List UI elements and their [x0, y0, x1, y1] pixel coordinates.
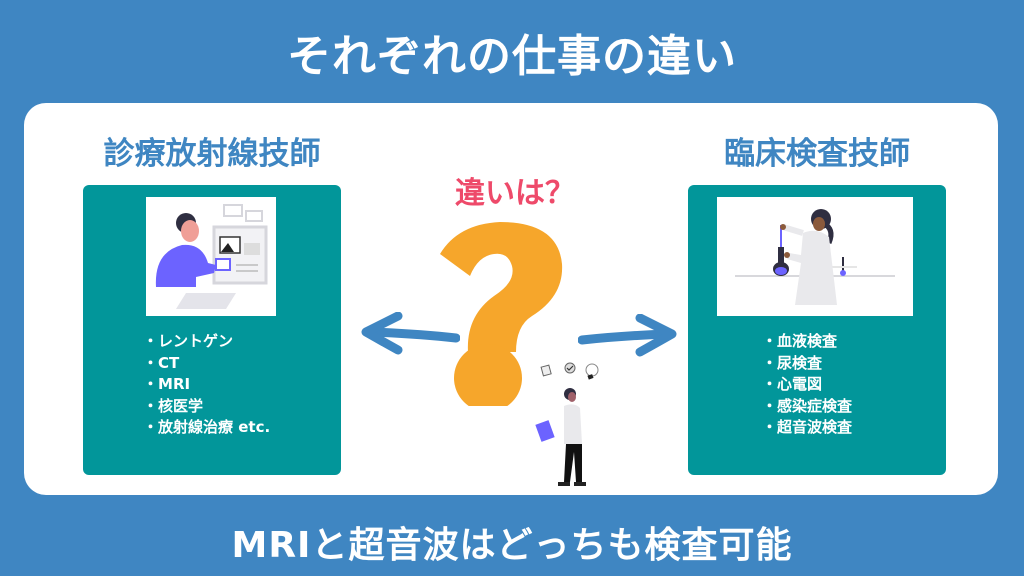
list-item: レントゲン	[143, 331, 270, 353]
list-item: 放射線治療 etc.	[143, 417, 270, 439]
list-item: 心電図	[762, 374, 852, 396]
left-role-title: 診療放射線技師	[103, 136, 321, 172]
list-item: 感染症検査	[762, 396, 852, 418]
page-title: それぞれの仕事の違い	[287, 31, 737, 82]
list-item: 核医学	[143, 396, 270, 418]
right-role-list: 血液検査 尿検査 心電図 感染症検査 超音波検査	[762, 331, 852, 439]
list-item: 血液検査	[762, 331, 852, 353]
list-item: CT	[143, 353, 270, 375]
footer-text: MRIと超音波はどっちも検査可能	[231, 525, 793, 566]
left-role-card: レントゲン CT MRI 核医学 放射線治療 etc.	[83, 185, 341, 475]
arrow-left-icon	[361, 312, 460, 355]
left-role-list: レントゲン CT MRI 核医学 放射線治療 etc.	[143, 331, 270, 439]
list-item: MRI	[143, 374, 270, 396]
question-mark-icon	[428, 196, 598, 406]
person-viewing-images-illustration	[146, 197, 276, 316]
question-label: 違いは？	[455, 176, 575, 211]
right-role-title: 臨床検査技師	[724, 136, 910, 172]
arrow-right-icon	[578, 314, 677, 357]
list-item: 尿検査	[762, 353, 852, 375]
right-role-card: 血液検査 尿検査 心電図 感染症検査 超音波検査	[688, 185, 946, 475]
lab-technician-illustration	[717, 197, 913, 316]
thinking-person-illustration	[535, 362, 599, 486]
list-item: 超音波検査	[762, 417, 852, 439]
